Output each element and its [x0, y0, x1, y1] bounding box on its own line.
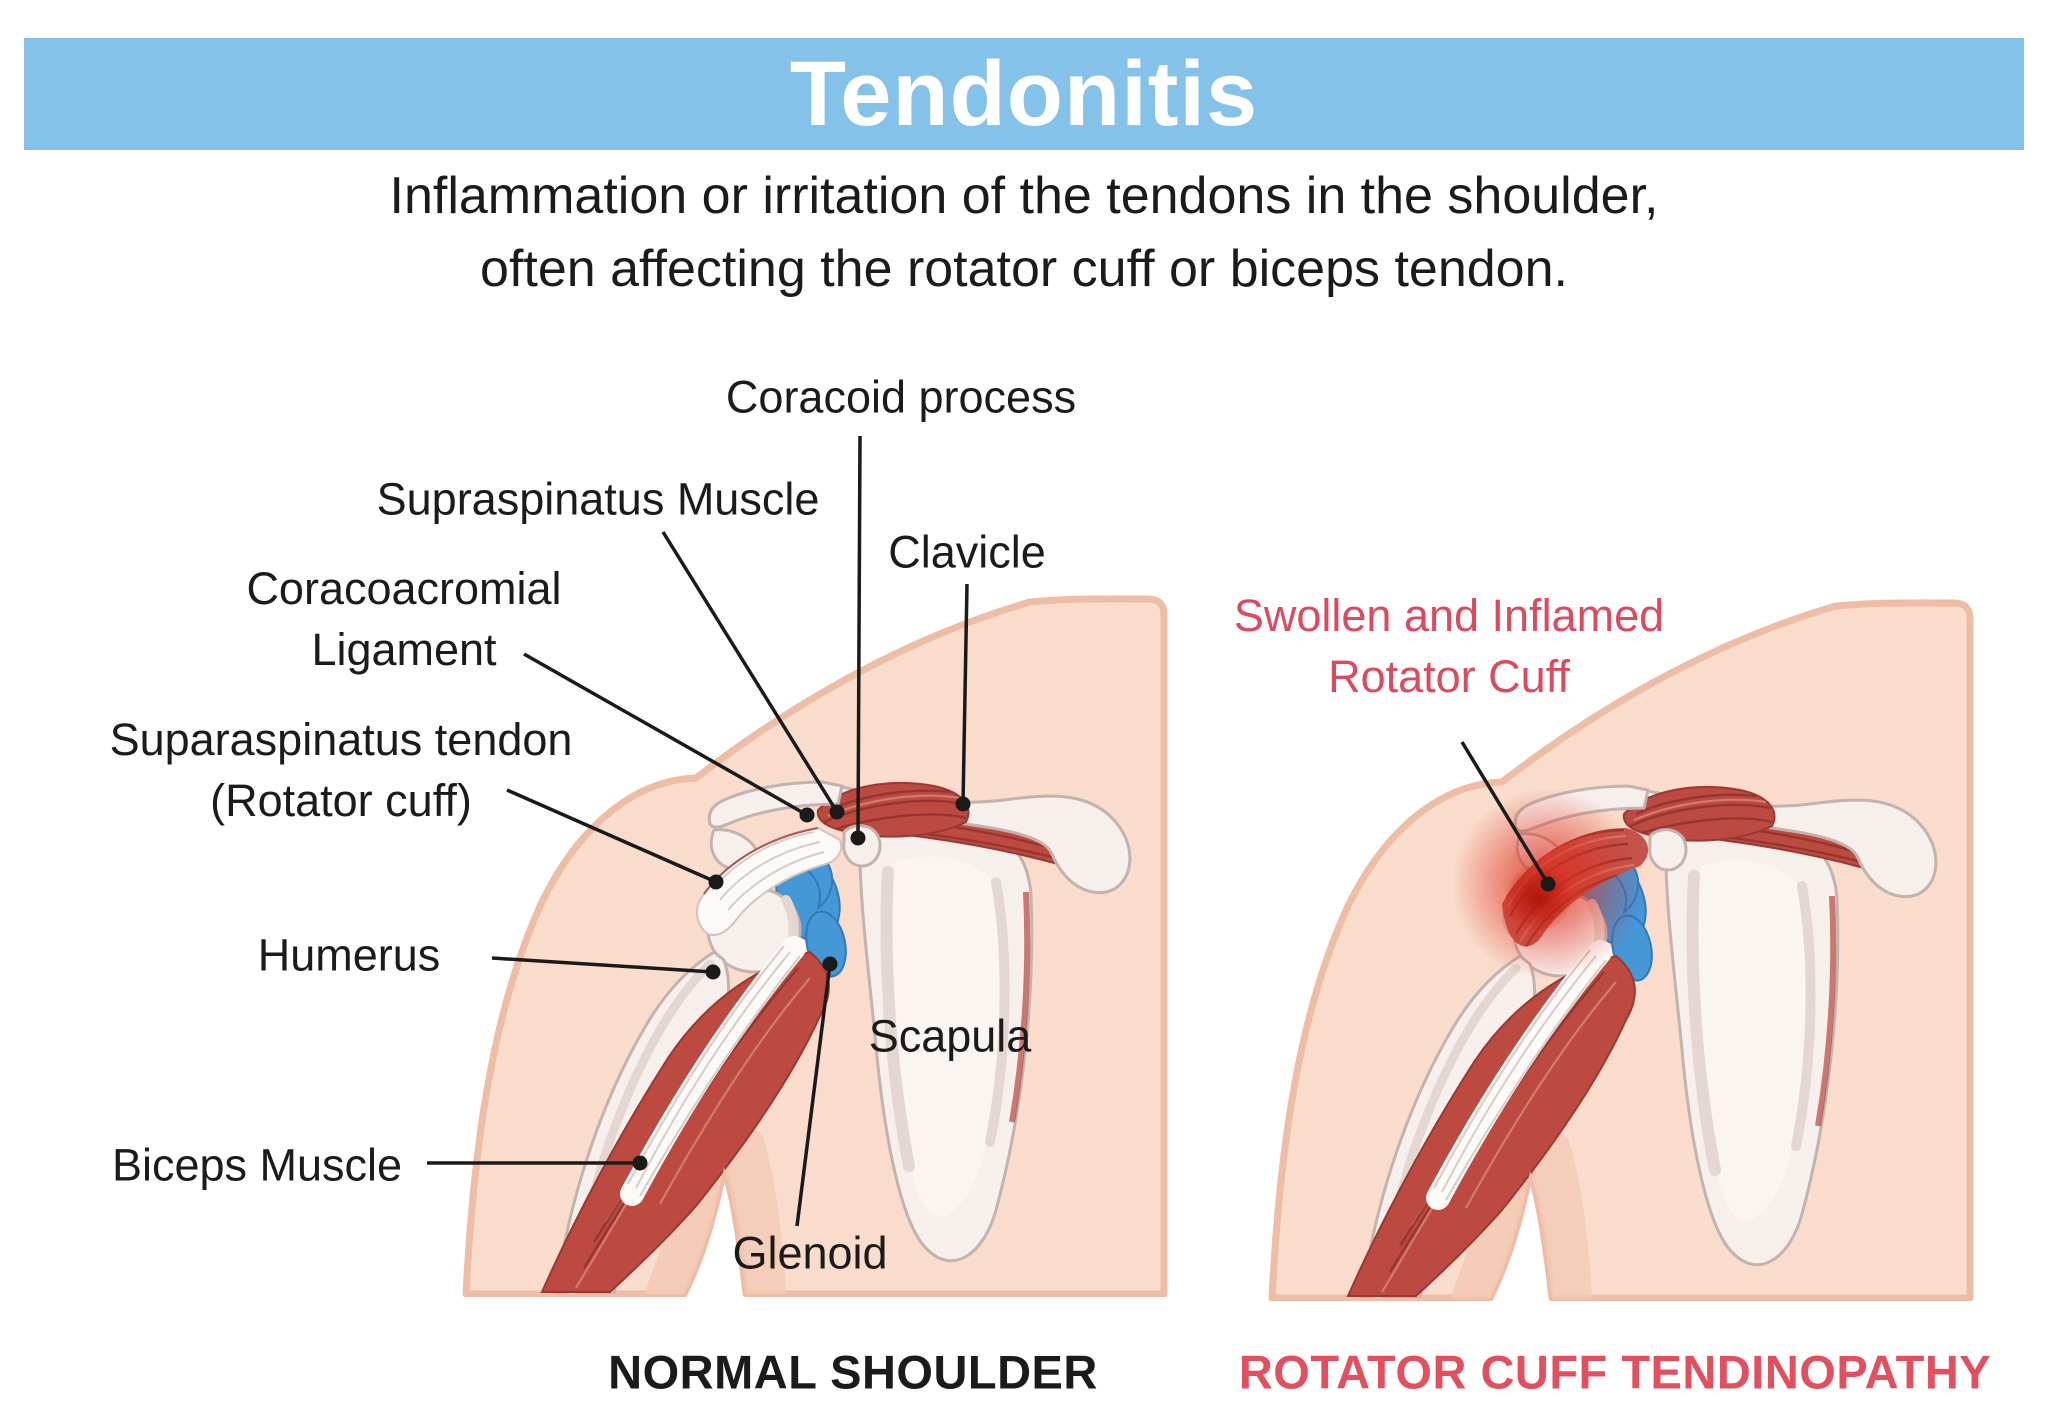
label-clavicle: Clavicle	[888, 526, 1046, 578]
label-biceps-muscle: Biceps Muscle	[111, 1139, 403, 1191]
page-title: Tendonitis	[789, 42, 1259, 145]
label-humerus: Humerus	[257, 929, 441, 981]
subtitle-line-2: often affecting the rotator cuff or bice…	[480, 240, 1568, 298]
label-supraspinatus-tendon: Suparaspinatus tendon (Rotator cuff)	[109, 714, 573, 826]
anatomy-normal	[466, 599, 1164, 1294]
label-coracoid-process: Coracoid process	[725, 371, 1077, 423]
subtitle: Inflammation or irritation of the tendon…	[0, 160, 2048, 306]
caption-rotator-cuff-tendinopathy: ROTATOR CUFF TENDINOPATHY	[1238, 1345, 1992, 1399]
caption-normal-shoulder: NORMAL SHOULDER	[608, 1345, 1098, 1399]
anatomy-tendinopathy	[1272, 603, 1970, 1298]
label-supraspinatus-muscle: Supraspinatus Muscle	[376, 473, 820, 525]
title-banner: Tendonitis	[24, 38, 2024, 150]
label-swollen-rotator-cuff: Swollen and Inflamed Rotator Cuff	[1233, 590, 1665, 702]
normal-shoulder-illustration	[394, 582, 1178, 1297]
label-glenoid: Glenoid	[732, 1227, 888, 1279]
label-coracoacromial-ligament: Coracoacromial Ligament	[246, 563, 562, 675]
label-scapula: Scapula	[868, 1010, 1032, 1062]
subtitle-line-1: Inflammation or irritation of the tendon…	[389, 167, 1659, 225]
